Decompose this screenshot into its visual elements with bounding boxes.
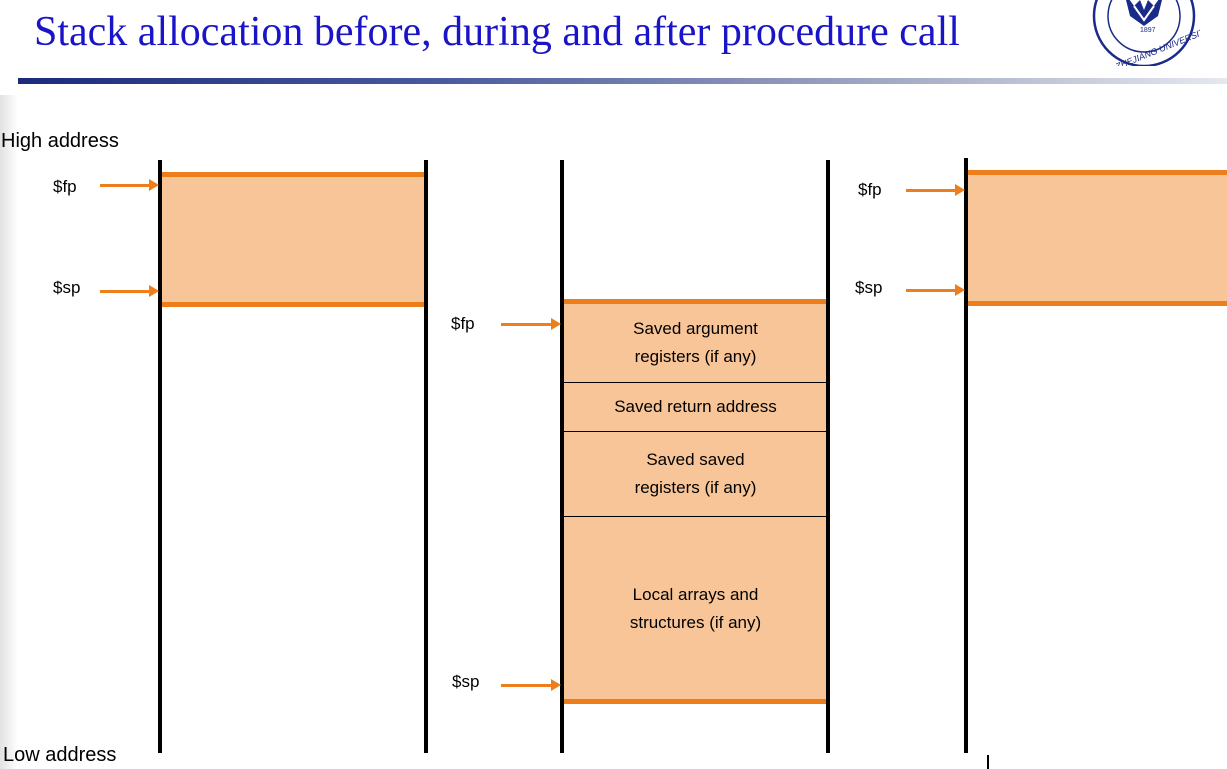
after-fp-label: $fp — [858, 180, 882, 199]
text-cursor-mark — [987, 755, 989, 769]
after-frame-bottom-edge — [968, 301, 1227, 306]
during-frame-bottom-edge — [564, 699, 827, 704]
segment-divider — [564, 516, 827, 517]
before-fp-label: $fp — [53, 177, 77, 196]
slide-title: Stack allocation before, during and afte… — [34, 9, 960, 55]
after-frame — [968, 173, 1227, 306]
before-fp-arrow — [100, 179, 159, 191]
segment-saved-saved-registers: Saved saved registers (if any) — [634, 450, 757, 497]
during-sp-label: $sp — [452, 672, 480, 691]
segment-divider — [564, 382, 827, 383]
after-left-wall — [964, 158, 968, 753]
during-fp-arrow — [501, 318, 561, 330]
slide-left-shade — [0, 95, 18, 769]
before-right-wall — [424, 160, 428, 753]
segment-local-arrays-structures: Local arrays and structures (if any) — [629, 585, 762, 632]
before-frame-top-edge — [162, 172, 425, 177]
during-frame-top-edge — [564, 299, 827, 304]
title-underline — [18, 78, 1227, 84]
low-address-label: Low address — [3, 744, 117, 766]
after-sp-label: $sp — [855, 278, 883, 297]
during-frame — [564, 302, 827, 702]
university-logo-icon: 1897 ZHEJIANG UNIVERSITY — [1092, 0, 1200, 66]
during-left-wall — [560, 160, 564, 753]
logo-year: 1897 — [1140, 27, 1156, 34]
after-sp-arrow — [906, 284, 965, 296]
during-sp-arrow — [501, 679, 561, 691]
during-fp-label: $fp — [451, 314, 475, 333]
segment-saved-return-address: Saved return address — [614, 397, 777, 416]
segment-saved-argument-registers: Saved argument registers (if any) — [633, 319, 758, 366]
before-frame-bottom-edge — [162, 302, 425, 307]
after-frame-top-edge — [968, 170, 1227, 175]
before-sp-arrow — [100, 285, 159, 297]
high-address-label: High address — [1, 130, 119, 152]
before-sp-label: $sp — [53, 278, 81, 297]
before-frame — [162, 174, 425, 306]
during-right-wall — [826, 160, 830, 753]
before-left-wall — [158, 160, 162, 753]
segment-divider — [564, 431, 827, 432]
after-fp-arrow — [906, 184, 965, 196]
